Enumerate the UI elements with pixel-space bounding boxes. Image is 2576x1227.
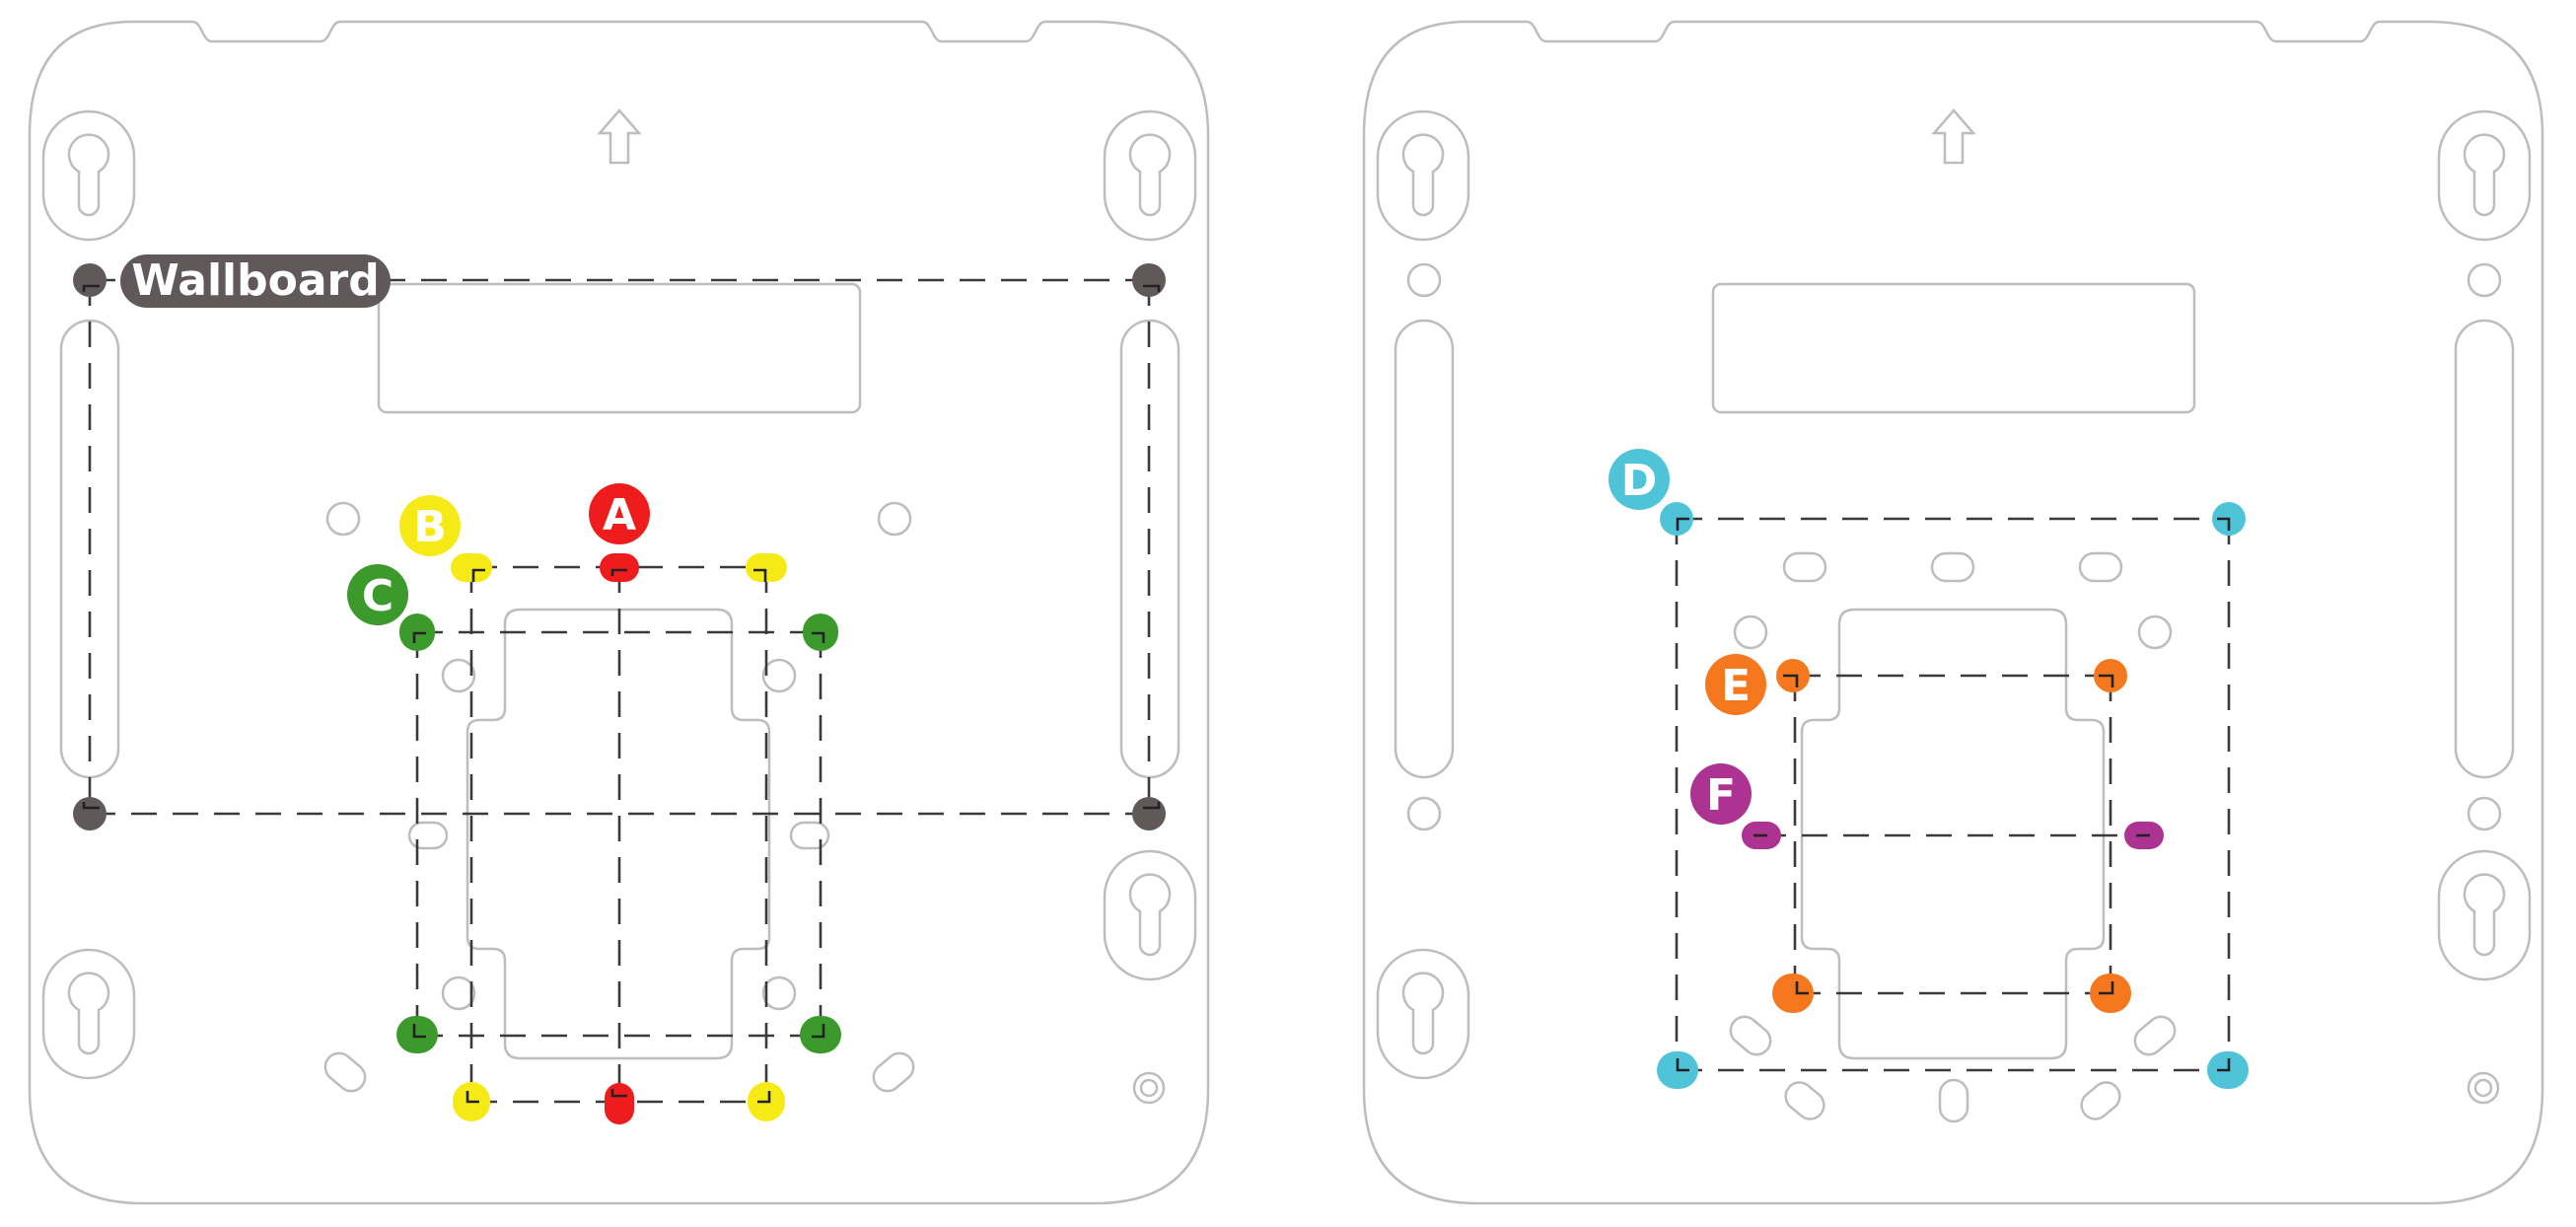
- up-arrow-icon: [597, 108, 642, 165]
- label-c-text: C: [362, 571, 394, 621]
- keyhole-icon: [2463, 873, 2506, 957]
- small-slot: [1938, 1078, 1969, 1123]
- pattern-c-guides: [415, 630, 823, 1038]
- keyhole-icon: [1401, 972, 1445, 1055]
- label-c: C: [347, 564, 408, 625]
- small-hole: [1406, 262, 1442, 298]
- label-f: F: [1690, 763, 1752, 825]
- label-b-text: B: [413, 502, 447, 552]
- small-hole: [441, 658, 476, 693]
- small-hole: [761, 658, 797, 693]
- wallboard-point: [1132, 797, 1166, 830]
- left-mounting-plate: Wallboard A B C: [28, 20, 1210, 1205]
- wallboard-label: Wallboard: [120, 254, 391, 308]
- small-hole: [1733, 614, 1768, 650]
- small-slot: [1729, 1015, 1772, 1056]
- keyhole-slots: [41, 109, 1197, 1080]
- label-e-badge: [1705, 654, 1766, 715]
- pattern-a-point: [605, 1083, 634, 1124]
- keyhole-icon: [2463, 133, 2506, 217]
- keyhole-slots: [1376, 109, 2532, 1080]
- pattern-d-points: [1657, 502, 2249, 1089]
- small-slot: [2080, 1081, 2121, 1120]
- small-slot: [1930, 551, 1975, 583]
- small-hole: [877, 501, 912, 537]
- small-slot: [323, 1051, 367, 1093]
- small-hole: [325, 501, 361, 537]
- small-slot: [1782, 551, 1827, 583]
- small-hole: [1406, 796, 1442, 831]
- label-b-badge: [399, 495, 461, 556]
- screw-hole: [1139, 1078, 1159, 1098]
- keyhole-icon: [1128, 133, 1172, 217]
- pattern-e-points: [1772, 659, 2131, 1013]
- center-opening: [1800, 608, 2106, 1060]
- label-b: B: [399, 495, 461, 556]
- keyhole-icon: [1401, 133, 1445, 217]
- label-c-badge: [347, 564, 408, 625]
- small-hole: [441, 975, 476, 1011]
- pattern-a-points: [600, 553, 639, 1124]
- label-area: [377, 282, 862, 414]
- label-e: E: [1705, 654, 1766, 715]
- pattern-a-point: [600, 553, 639, 582]
- label-d-badge: [1609, 449, 1670, 510]
- screw-hole: [2473, 1078, 2493, 1098]
- pattern-e-point: [1772, 974, 1814, 1013]
- long-slot: [2454, 319, 2515, 779]
- keyhole-icon: [67, 133, 110, 217]
- small-hole: [761, 975, 797, 1011]
- small-slot: [407, 821, 449, 850]
- wallboard-points: [73, 263, 1166, 830]
- label-f-badge: [1690, 763, 1752, 825]
- small-slot: [2078, 551, 2123, 583]
- label-e-text: E: [1721, 661, 1751, 711]
- pattern-c-point: [396, 1016, 438, 1053]
- label-a: A: [589, 483, 650, 544]
- label-d-text: D: [1621, 456, 1658, 506]
- pattern-e-guides: [1793, 674, 2112, 995]
- small-hole: [2467, 796, 2502, 831]
- pattern-c-point: [800, 1016, 841, 1053]
- small-slot: [789, 821, 830, 850]
- small-slot: [1784, 1081, 1825, 1120]
- pattern-b-point: [746, 553, 787, 582]
- small-slot: [872, 1051, 915, 1093]
- label-area: [1711, 282, 2196, 414]
- up-arrow-icon: [1931, 108, 1976, 165]
- label-a-text: A: [603, 490, 636, 541]
- right-mounting-plate: D E F: [1362, 20, 2544, 1205]
- pattern-b-points: [451, 553, 787, 1121]
- wallboard-label-text: Wallboard: [131, 255, 379, 306]
- keyhole-icon: [1128, 873, 1172, 957]
- wallboard-label-background: [120, 254, 391, 308]
- label-a-badge: [589, 483, 650, 544]
- small-slot: [2133, 1015, 2177, 1056]
- label-f-text: F: [1706, 770, 1736, 821]
- keyhole-icon: [67, 972, 110, 1055]
- wallboard-point: [73, 797, 107, 830]
- wallboard-point: [1132, 263, 1166, 297]
- long-slot: [1394, 319, 1455, 779]
- pattern-c-points: [396, 614, 841, 1053]
- pattern-b-point: [451, 553, 492, 582]
- small-hole: [2467, 262, 2502, 298]
- pattern-f-points: [1742, 822, 2164, 849]
- label-d: D: [1609, 449, 1670, 510]
- wallboard-point: [73, 263, 107, 297]
- pattern-d-guides: [1675, 517, 2231, 1072]
- small-hole: [2137, 614, 2173, 650]
